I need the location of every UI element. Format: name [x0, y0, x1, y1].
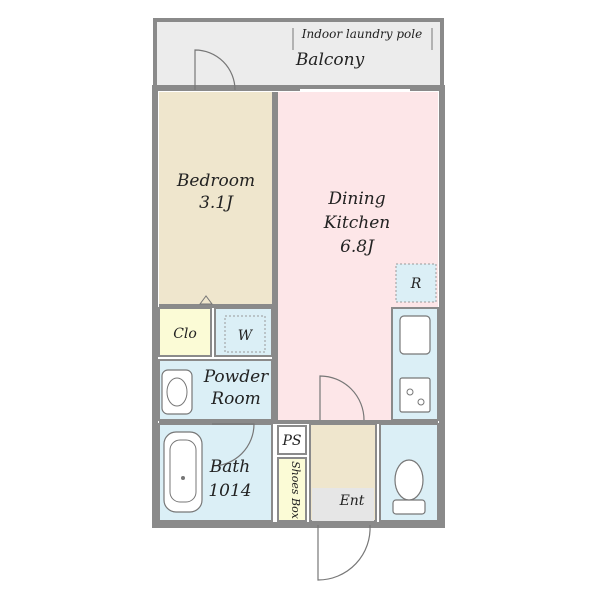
- bedroom-label: Bedroom: [176, 171, 255, 191]
- closet-label: Clo: [173, 326, 197, 342]
- kitchen-sink-icon: [399, 315, 431, 355]
- washer-inner: [224, 315, 266, 353]
- dk-label-line1: Dining: [327, 189, 385, 209]
- powder-label-line1: Powder: [203, 367, 269, 387]
- dk-size: 6.8J: [340, 237, 375, 257]
- wall-dk-bottom: [272, 420, 438, 424]
- bedroom-area: [159, 92, 272, 304]
- bathtub-icon: [163, 431, 203, 513]
- ps-label: PS: [281, 433, 301, 449]
- fridge-label: R: [410, 276, 422, 292]
- bedroom-size: 3.1J: [199, 193, 234, 213]
- balcony-label: Balcony: [295, 50, 365, 70]
- bath-label: Bath: [209, 457, 250, 477]
- burner-2: [417, 398, 425, 406]
- toilet-tank-icon: [392, 499, 426, 515]
- closet-area: [158, 307, 212, 357]
- burner-1: [406, 388, 414, 396]
- entrance-floor: [312, 488, 374, 521]
- bathtub-inner: [169, 439, 197, 503]
- wall-bedroom-bottom: [159, 304, 272, 308]
- washer-label: W: [238, 328, 254, 344]
- wall-wet-bottom: [159, 420, 272, 424]
- entrance-label: Ent: [339, 493, 365, 509]
- closet-door-marker: [199, 295, 213, 305]
- shoes-box-area: [277, 457, 307, 522]
- powder-label-line2: Room: [210, 389, 260, 409]
- balcony-area: [153, 18, 444, 90]
- pipe-space-area: [277, 425, 307, 455]
- bathtub-drain: [181, 476, 185, 480]
- balcony-door-swing: [194, 49, 236, 91]
- outer-wall: [152, 85, 445, 528]
- entry-door-swing: [317, 524, 371, 581]
- washbasin-icon: [161, 369, 193, 415]
- wall-bedroom-dk: [272, 92, 278, 420]
- shoes-box-label: Shoes Box: [289, 461, 302, 520]
- bath-size: 1014: [208, 481, 251, 501]
- bath-door-swing: [211, 423, 255, 467]
- dk-label-line2: Kitchen: [323, 213, 390, 233]
- stove-icon: [399, 377, 431, 413]
- balcony-note: Indoor laundry pole: [301, 27, 422, 41]
- dk-door-swing: [319, 375, 365, 421]
- toilet-bowl-icon: [394, 459, 424, 501]
- washbasin-bowl: [166, 377, 188, 407]
- fridge-space: [395, 263, 437, 303]
